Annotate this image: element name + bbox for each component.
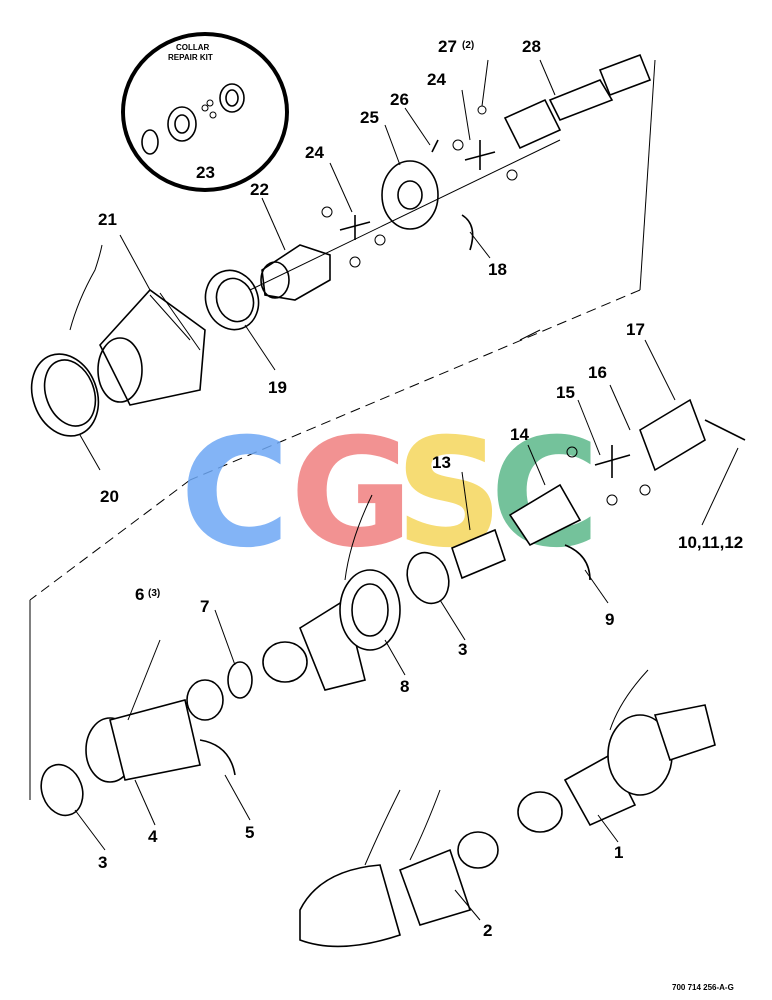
callout-9: 9 xyxy=(605,610,614,629)
callout-6-qty: (3) xyxy=(148,588,160,599)
callout-27: 27 xyxy=(438,37,457,56)
callout-27-qty: (2) xyxy=(462,40,474,51)
callout-17: 17 xyxy=(626,320,645,339)
callout-6: 6 xyxy=(135,585,144,604)
callout-2: 2 xyxy=(483,921,492,940)
callout-20: 20 xyxy=(100,487,119,506)
kit-label-line2: REPAIR KIT xyxy=(168,53,213,62)
lower-assembly xyxy=(40,639,716,948)
callout-13: 13 xyxy=(432,453,451,472)
watermark-letter-c1: C xyxy=(180,407,290,581)
middle-assembly xyxy=(299,398,746,691)
callout-5: 5 xyxy=(245,823,254,842)
callout-1: 1 xyxy=(614,843,623,862)
callout-4: 4 xyxy=(148,827,158,846)
collar-repair-kit: COLLAR REPAIR KIT 23 xyxy=(121,32,289,192)
callout-16: 16 xyxy=(588,363,607,382)
callout-19: 19 xyxy=(268,378,287,397)
callout-22: 22 xyxy=(250,180,269,199)
callout-3a: 3 xyxy=(98,853,107,872)
upper-assembly xyxy=(30,53,652,437)
callout-18: 18 xyxy=(488,260,507,279)
callout-28: 28 xyxy=(522,37,541,56)
callout-23: 23 xyxy=(196,163,215,182)
callout-15: 15 xyxy=(556,383,575,402)
callout-14: 14 xyxy=(510,425,529,444)
callout-24a: 24 xyxy=(305,143,324,162)
kit-label-line1: COLLAR xyxy=(176,43,210,52)
callout-21: 21 xyxy=(98,210,117,229)
document-number: 700 714 256-A-G xyxy=(672,983,734,992)
callouts: 20 21 19 22 24 25 26 24 27 (2) 28 18 17 … xyxy=(98,37,743,940)
watermark-letter-g: G xyxy=(290,407,413,581)
callout-24b: 24 xyxy=(427,70,446,89)
callout-7: 7 xyxy=(200,597,209,616)
callout-3b: 3 xyxy=(458,640,467,659)
callout-25: 25 xyxy=(360,108,379,127)
callout-26: 26 xyxy=(390,90,409,109)
callout-8: 8 xyxy=(400,677,409,696)
callout-10-11-12: 10,11,12 xyxy=(678,533,743,552)
frame-lines xyxy=(29,59,656,800)
watermark: C G S C xyxy=(180,407,600,581)
leader-lines xyxy=(74,59,739,921)
